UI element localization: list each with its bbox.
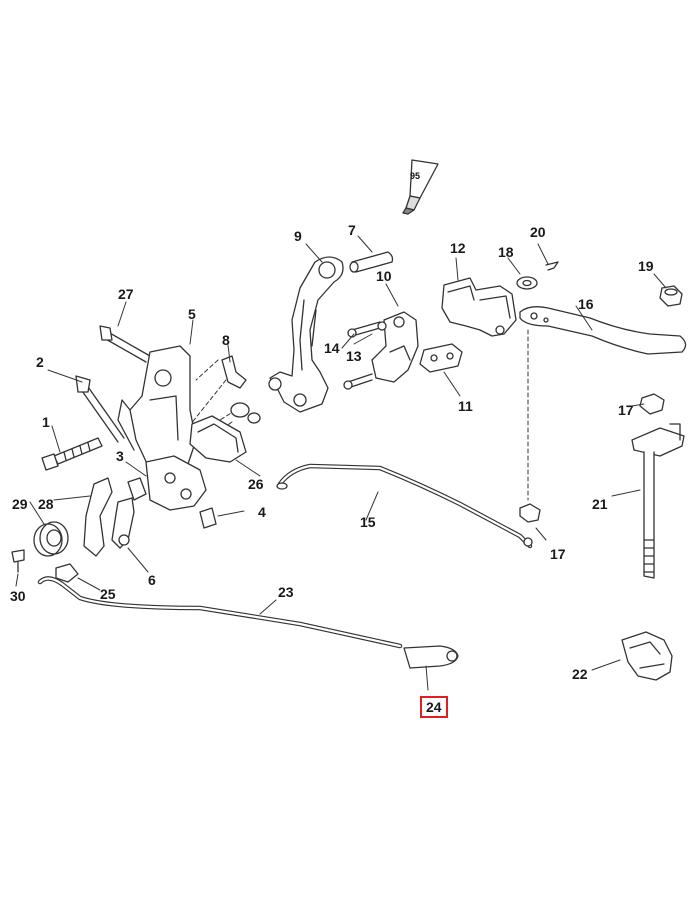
- callout-28: 28: [38, 496, 54, 512]
- main-bracket-part-5: [117, 345, 197, 479]
- bolt-part-2: [75, 375, 125, 443]
- callout-27: 27: [118, 286, 134, 302]
- plate-part-11: [419, 343, 463, 373]
- callout-23: 23: [278, 584, 294, 600]
- callout-16: 16: [578, 296, 594, 312]
- clip-part-25: [55, 563, 79, 583]
- washer-part-18: [516, 276, 538, 290]
- rod-end-part-24: [403, 645, 459, 669]
- nut-part-17-upper: [639, 393, 665, 415]
- nut-part-19: [659, 285, 683, 307]
- lever-part-28: [83, 477, 113, 557]
- screw-part-30: [11, 549, 25, 573]
- callout-9: 9: [294, 228, 302, 244]
- callout-20: 20: [530, 224, 546, 240]
- callout-4: 4: [258, 504, 266, 520]
- callout-2: 2: [36, 354, 44, 370]
- cover-part-26: [189, 415, 247, 463]
- shift-cable-rod-part-23: [37, 576, 403, 649]
- callout-12: 12: [450, 240, 466, 256]
- sealant-tube-part: [402, 159, 439, 215]
- callout-6: 6: [148, 572, 156, 588]
- callout-3: 3: [116, 448, 124, 464]
- callout-17a: 17: [618, 402, 634, 418]
- callout-7: 7: [348, 222, 356, 238]
- nut-part-17-lower: [519, 503, 541, 523]
- sealant-tube-label: 95: [410, 171, 421, 181]
- bolt-part-27: [99, 325, 151, 363]
- pulley-part-29: [33, 521, 69, 557]
- callout-24: 24: [420, 696, 448, 718]
- callout-8: 8: [222, 332, 230, 348]
- callout-15: 15: [360, 514, 376, 530]
- callout-22: 22: [572, 666, 588, 682]
- callout-30: 30: [10, 588, 26, 604]
- callout-10: 10: [376, 268, 392, 284]
- shaft-part-21: [631, 423, 685, 579]
- callout-14: 14: [324, 340, 340, 356]
- bolt-part-1: [41, 437, 103, 471]
- callout-17b: 17: [550, 546, 566, 562]
- callout-11: 11: [458, 398, 473, 414]
- lever-arm-part-16: [519, 306, 687, 355]
- shift-lever-part-9: [268, 256, 344, 413]
- switch-block-part-12: [441, 277, 517, 337]
- callout-1: 1: [42, 414, 50, 430]
- callout-29: 29: [12, 496, 28, 512]
- block-part-3: [145, 455, 207, 511]
- bracket-part-10: [371, 311, 419, 383]
- callout-25: 25: [100, 586, 116, 602]
- callout-19: 19: [638, 258, 654, 274]
- callout-18: 18: [498, 244, 514, 260]
- lever-part-6: [111, 477, 147, 549]
- callout-5: 5: [188, 306, 196, 322]
- link-part-8: [221, 355, 261, 424]
- shift-rod-part-15: [276, 463, 533, 549]
- clip-part-20: [545, 261, 559, 271]
- pin-part-7: [349, 251, 394, 273]
- callout-21: 21: [592, 496, 608, 512]
- bushing-part-4: [199, 507, 217, 529]
- callout-13: 13: [346, 348, 362, 364]
- screws-part-13-14: [343, 321, 387, 390]
- callout-26: 26: [248, 476, 264, 492]
- switch-block-part-22: [621, 631, 673, 681]
